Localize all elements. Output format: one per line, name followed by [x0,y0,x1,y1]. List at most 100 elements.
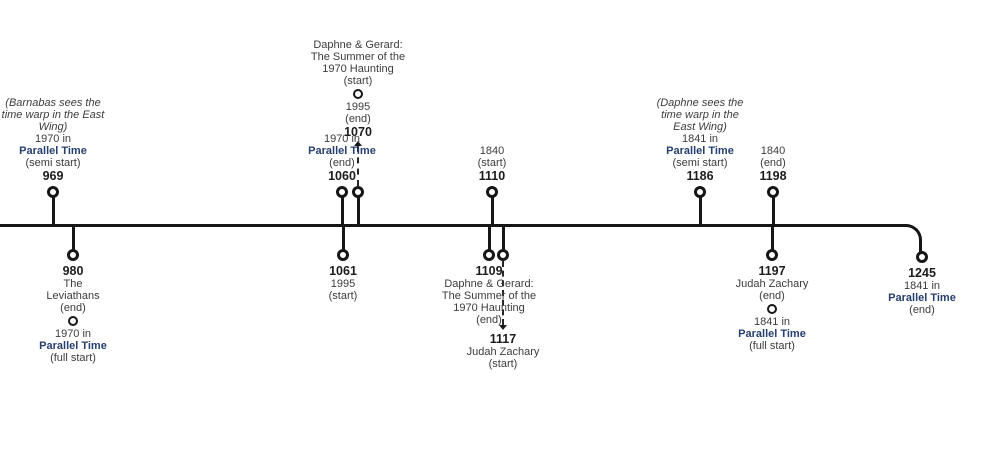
event-label-line: 1841 in [753,316,791,328]
marker-dot [497,249,509,261]
scene-note: (Barnabas sees the [5,97,101,109]
sub-marker-row [283,87,433,101]
event-label-line: (end) [476,314,502,326]
event-label-line: Daphne & Gerard: [313,39,403,51]
event-label-line: (start) [488,358,518,370]
marker-dot [766,249,778,261]
event-label-line: 1995 [345,101,371,113]
event-label-line: (full start) [749,340,795,352]
marker-dot [694,186,706,198]
parallel-time-link[interactable]: Parallel Time [19,145,87,157]
marker-dot [47,186,59,198]
episode-number: 1197 [758,264,786,278]
marker-stem [770,224,774,255]
event-label-line: (end) [909,304,935,316]
parallel-time-link[interactable]: Parallel Time [888,292,956,304]
parallel-time-link[interactable]: Parallel Time [308,145,376,157]
event-label-line: 1841 in [681,133,719,145]
marker-stem [340,192,344,227]
event-label-line: The Summer of the [310,51,406,63]
event-label-line: (start) [477,157,507,169]
marker-dot [336,186,348,198]
episode-number: 980 [62,264,84,278]
event-label-line: 1970 Haunting [322,63,394,75]
scene-note: Wing) [38,121,68,133]
event-label-line: (full start) [50,352,96,364]
connector-arrow-up-icon [354,141,362,146]
marker-stem [356,192,360,227]
event-label-line: (end) [329,157,355,169]
timeline-axis [0,224,922,256]
marker-dot [337,249,349,261]
event-label-line: 1841 in [903,280,941,292]
event-label-line: (start) [343,75,373,87]
marker-stem [490,192,494,227]
sub-marker-dot [767,303,777,314]
event-labels: 1840(start)1110 [417,145,567,183]
event-label-line: 1840 [760,145,786,157]
episode-number: 1186 [686,169,714,183]
event-label-line: (end) [760,157,786,169]
marker-dot [67,249,79,261]
marker-stem [698,192,702,227]
sub-marker-row [697,302,847,316]
episode-number: 969 [42,169,64,183]
episode-number: 1109 [475,264,503,278]
scene-note: time warp in the East [1,109,105,121]
marker-dot [486,186,498,198]
marker-stem [341,224,345,255]
parallel-time-link[interactable]: Parallel Time [666,145,734,157]
marker-stem [771,192,775,227]
connector-arrow-down-icon [499,325,507,330]
event-label-line: Leviathans [46,290,100,302]
event-label-line: (end) [345,113,371,125]
event-label-line: 1970 in [54,328,92,340]
marker-dot [767,186,779,198]
dashed-connector [357,146,359,186]
marker-stem [51,192,55,227]
event-label-line: Judah Zachary [466,346,540,358]
marker-dot [916,251,928,263]
event-label-line: (start) [328,290,358,302]
event-label-line: (semi start) [672,157,728,169]
episode-number: 1060 [328,169,356,183]
sub-marker-dot [353,88,363,99]
episode-number: 1110 [478,169,506,183]
sub-marker-row [0,314,148,328]
marker-stem [71,224,75,255]
event-label-line: The [63,278,83,290]
episode-number: 1245 [908,266,936,280]
marker-dot [483,249,495,261]
event-label-line: 1995 [330,278,356,290]
event-label-line: Daphne & Gerard: [444,278,534,290]
parallel-time-link[interactable]: Parallel Time [39,340,107,352]
marker-stem [487,224,491,255]
event-label-line: 1970 Haunting [453,302,525,314]
episode-number: 1198 [759,169,787,183]
sub-marker-dot [68,315,78,326]
episode-number: 1070 [344,125,372,139]
marker-stem [501,224,505,255]
event-label-line: (end) [759,290,785,302]
event-label-line: Judah Zachary [735,278,809,290]
event-label-line: (end) [60,302,86,314]
event-label-line: 1970 in [323,133,361,145]
event-label-line: 1840 [479,145,505,157]
parallel-time-link[interactable]: Parallel Time [738,328,806,340]
event-label-line: 1970 in [34,133,72,145]
event-labels: 1840(end)1198 [698,145,848,183]
scene-note: time warp in the [661,109,739,121]
scene-note: (Daphne sees the [656,97,744,109]
episode-number: 1061 [329,264,357,278]
